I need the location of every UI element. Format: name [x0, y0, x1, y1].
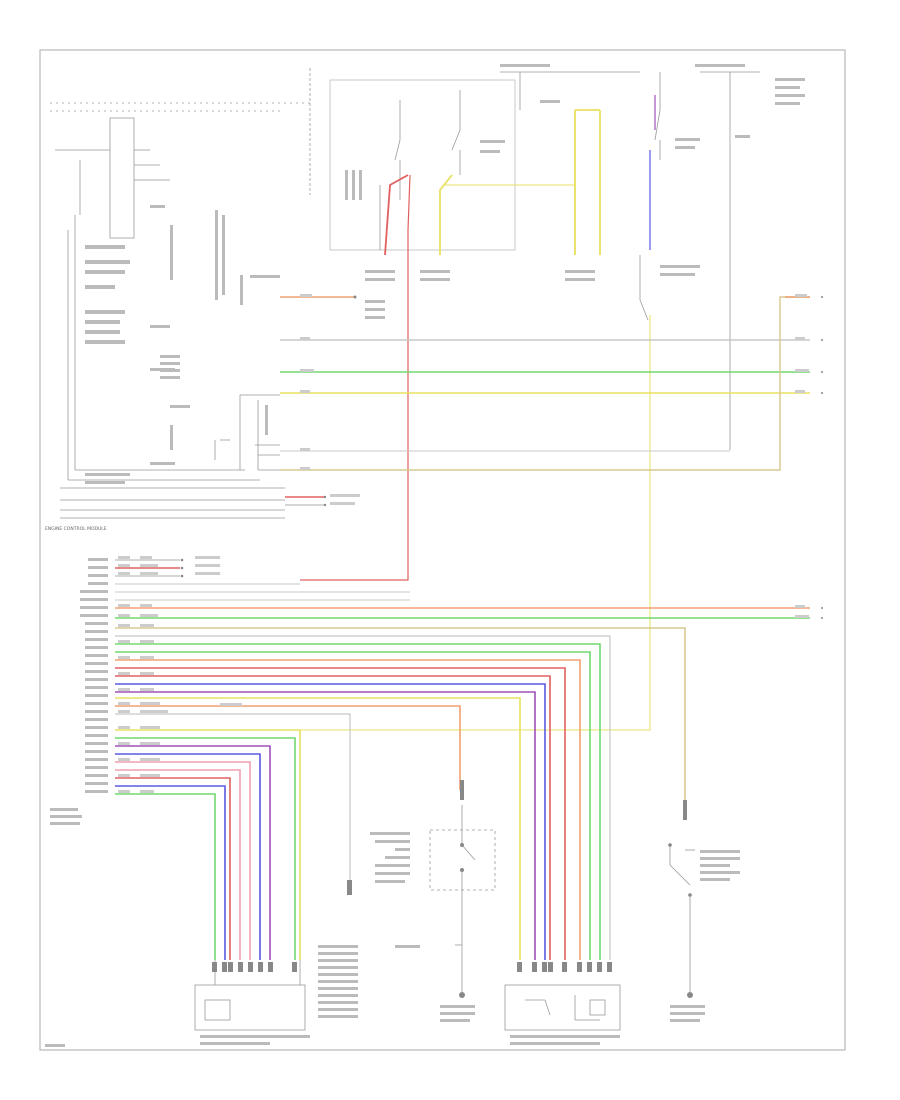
- clutch-switch-text: [670, 850, 740, 1022]
- bottom-right-pin-marks: [517, 962, 612, 972]
- bottom-right-connector: [504, 984, 621, 1031]
- pin-dots-short: [180, 558, 184, 578]
- transmission-switch-text: [370, 832, 475, 1022]
- switch-faint-text: [345, 64, 805, 319]
- top-left-module-area: [50, 102, 310, 519]
- pin-wires-long: [115, 591, 810, 960]
- pin-wires-short: [115, 559, 300, 585]
- module-label: ENGINE CONTROL MODULE: [45, 526, 107, 532]
- middle-bus-wires: [280, 296, 810, 506]
- top-center-switches: [309, 68, 760, 450]
- wire-end-dots: [323, 295, 823, 619]
- bottom-left-pin-marks: [212, 880, 352, 972]
- wire-label-blocks: [118, 294, 809, 793]
- module-faint-text: [85, 205, 280, 484]
- clutch-switch: [669, 845, 695, 995]
- connector-block-top-left: [109, 117, 135, 239]
- clutch-switch-dots: [668, 800, 693, 998]
- transmission-switch: [429, 805, 496, 995]
- wire-tan-1: [280, 296, 810, 471]
- top-center-wires: [290, 95, 656, 731]
- diagram-frame: [39, 49, 846, 1051]
- bottom-left-faint-text: [200, 945, 358, 1045]
- page-corner-tag: [45, 1044, 65, 1047]
- bottom-right-faint-text: [510, 1035, 620, 1045]
- pin-list-text: [50, 558, 108, 825]
- transmission-switch-dots: [459, 780, 465, 998]
